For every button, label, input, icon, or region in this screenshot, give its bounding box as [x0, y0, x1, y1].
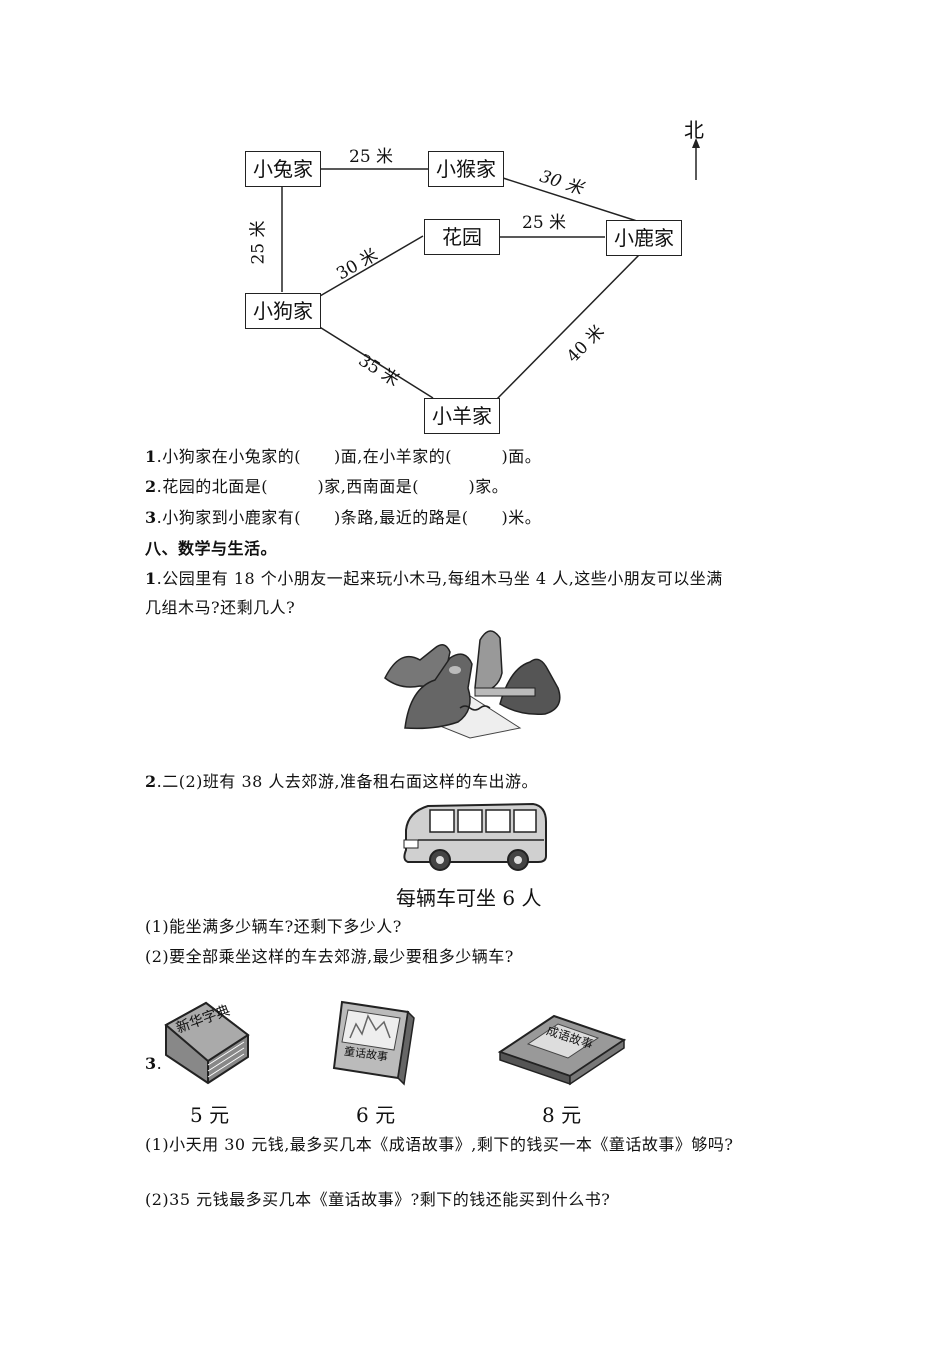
- s8-question-3-sub2: (2)35 元钱最多买几本《童话故事》?剩下的钱还能买到什么书?: [145, 1190, 611, 1209]
- fairy-tale-cover-title: 童话故事: [343, 1044, 389, 1064]
- s8-question-3-sub1: (1)小天用 30 元钱,最多买几本《成语故事》,剩下的钱买一本《童话故事》够吗…: [145, 1135, 734, 1154]
- question-text: .小狗家在小兔家的( )面,在小羊家的( )面。: [156, 447, 542, 466]
- edge-label-rabbit-monkey: 25 米: [349, 147, 394, 167]
- question-text: .二(2)班有 38 人去郊游,准备租右面这样的车出游。: [156, 772, 539, 791]
- bus-illustration: [403, 802, 547, 871]
- dictionary-book-illustration: 新华字典: [164, 1001, 250, 1085]
- section-heading: 八、数学与生活。: [145, 539, 278, 558]
- node-dog-home: 小狗家: [245, 293, 321, 329]
- bus-caption: 每辆车可坐 6 人: [396, 886, 542, 910]
- question-number: 3: [145, 508, 157, 527]
- map-question-3: 3.小狗家到小鹿家有( )条路,最近的路是( )米。: [145, 504, 541, 528]
- s8-question-2-sub2: (2)要全部乘坐这样的车去郊游,最少要租多少辆车?: [145, 947, 514, 966]
- question-text: .花园的北面是( )家,西南面是( )家。: [156, 477, 509, 496]
- node-sheep-home: 小羊家: [424, 398, 500, 434]
- node-deer-home: 小鹿家: [606, 220, 682, 256]
- question-text: .公园里有 18 个小朋友一起来玩小木马,每组木马坐 4 人,这些小朋友可以坐满: [156, 569, 723, 588]
- s8-question-2-sub1: (1)能坐满多少辆车?还剩下多少人?: [145, 917, 402, 936]
- north-arrow-head: [692, 138, 700, 148]
- edge-label-garden-deer: 25 米: [522, 213, 567, 233]
- idiom-stories-book-illustration: 成语故事: [497, 1014, 627, 1086]
- edge-label-rabbit-dog: 25 米: [248, 220, 269, 265]
- node-monkey-home: 小猴家: [428, 151, 504, 187]
- question-number: 1: [145, 447, 157, 466]
- node-garden: 花园: [424, 219, 500, 255]
- question-number: 2: [145, 477, 157, 496]
- node-rabbit-home: 小兔家: [245, 151, 321, 187]
- s8-question-1-line2: 几组木马?还剩几人?: [145, 598, 296, 617]
- north-label: 北: [684, 118, 704, 142]
- map-question-1: 1.小狗家在小兔家的( )面,在小羊家的( )面。: [145, 443, 541, 467]
- fairy-tale-book-illustration: 童话故事: [332, 1000, 415, 1086]
- question-number: 2: [145, 772, 157, 791]
- s8-question-3-number: 3.: [145, 1054, 163, 1073]
- map-question-2: 2.花园的北面是( )家,西南面是( )家。: [145, 473, 508, 497]
- question-number: 1: [145, 569, 157, 588]
- book-price-fairy-tale: 6 元: [356, 1103, 396, 1127]
- book-price-idiom-stories: 8 元: [542, 1103, 582, 1127]
- book-price-dictionary: 5 元: [190, 1103, 230, 1127]
- s8-question-1-line1: 1.公园里有 18 个小朋友一起来玩小木马,每组木马坐 4 人,这些小朋友可以坐…: [145, 565, 723, 589]
- question-text: .小狗家到小鹿家有( )条路,最近的路是( )米。: [156, 508, 542, 527]
- map-lines: [281, 138, 700, 401]
- rocking-horses-illustration: [384, 630, 561, 739]
- s8-question-2: 2.二(2)班有 38 人去郊游,准备租右面这样的车出游。: [145, 768, 538, 792]
